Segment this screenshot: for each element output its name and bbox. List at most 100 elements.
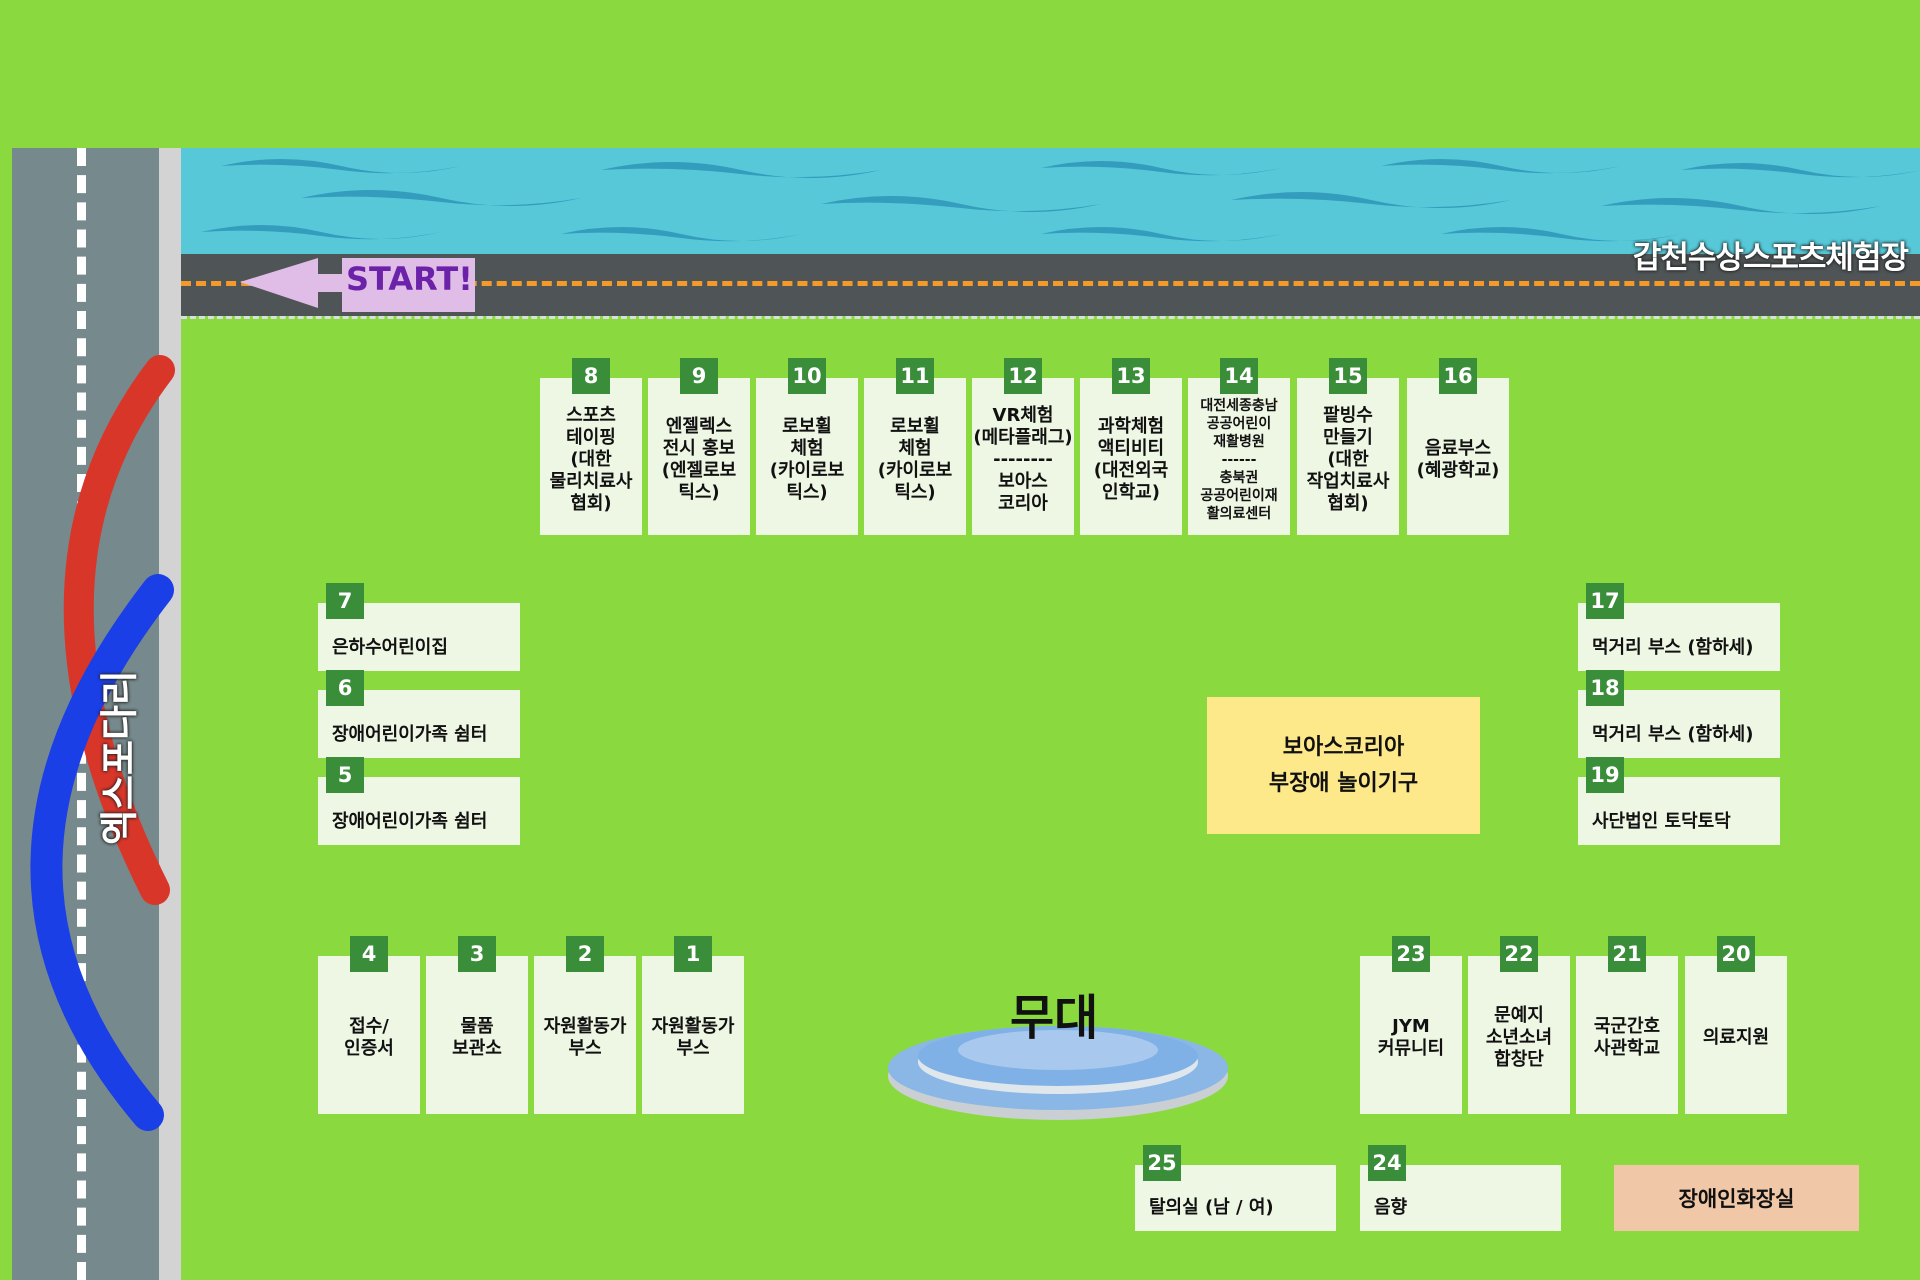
booth-number-badge: 25 [1143, 1145, 1181, 1181]
booth-8-line-4: 물리치료사 [549, 470, 633, 492]
booth-15-line-5: 협회) [1327, 492, 1369, 514]
booth-15-line-2: 만들기 [1323, 426, 1373, 448]
booth-1-line-1: 자원활동가 [651, 1016, 735, 1037]
booth-number-badge: 19 [1586, 757, 1624, 793]
booth-5-line-1: 장애어린이가족 쉼터 [332, 811, 488, 832]
booth-22-line-1: 문예지 [1494, 1005, 1544, 1026]
booth-22-line-3: 합창단 [1494, 1049, 1544, 1070]
booth-22-line-2: 소년소녀 [1485, 1027, 1553, 1048]
booth-13-line-3: (대전외국 [1093, 459, 1169, 481]
booth-14-line-2: 공공어린이 [1206, 415, 1272, 432]
booth-number-badge: 23 [1392, 936, 1430, 972]
booth-4-line-1: 접수/ [349, 1016, 389, 1037]
stage-label: 무대 [1010, 990, 1099, 1046]
booth-10-line-2: 체험 [790, 437, 824, 459]
road-edge-line [181, 316, 1920, 319]
booth-21-line-2: 사관학교 [1593, 1038, 1661, 1059]
booth-12-line-5: 코리아 [998, 492, 1048, 514]
booth-number-badge: 2 [566, 936, 604, 972]
stage-platform-icon [888, 1026, 1228, 1120]
booth-13-line-1: 과학체험 [1097, 415, 1165, 437]
booth-number-badge: 12 [1004, 358, 1042, 394]
booth-12-line-4: 보아스 [998, 470, 1048, 492]
booth-2-line-2: 부스 [568, 1038, 602, 1059]
center-area-line-1: 보아스코리아 [1282, 734, 1405, 760]
left-road-curb [159, 148, 181, 1280]
top-grass-area [0, 0, 1920, 148]
booth-18: 먹거리 부스 (함하세) [1578, 690, 1780, 758]
booth-number-badge: 3 [458, 936, 496, 972]
booth-13-line-4: 인학교) [1102, 481, 1160, 503]
booth-14-line-7: 활의료센터 [1206, 505, 1272, 522]
booth-number-badge: 13 [1112, 358, 1150, 394]
booth-number-badge: 21 [1608, 936, 1646, 972]
booth-11-line-4: 틱스) [894, 481, 936, 503]
booth-6-line-1: 장애어린이가족 쉼터 [332, 724, 488, 745]
river-water [181, 148, 1920, 254]
booth-15-line-4: 작업치료사 [1306, 470, 1390, 492]
booth-1-line-2: 부스 [676, 1038, 710, 1059]
booth-14-line-4: ------ [1221, 451, 1257, 468]
venue-title: 갑천수상스포츠체험장 [1632, 240, 1909, 276]
booth-number-badge: 8 [572, 358, 610, 394]
booth-23-line-1: JYM [1392, 1016, 1430, 1037]
booth-number-badge: 20 [1717, 936, 1755, 972]
booth-19-line-1: 사단법인 토닥토닥 [1592, 811, 1731, 832]
booth-11-line-3: (카이로보 [877, 459, 953, 481]
booth-25-line-1: 탈의실 (남 / 여) [1149, 1197, 1274, 1218]
booth-number-badge: 24 [1368, 1145, 1406, 1181]
booth-number-badge: 11 [896, 358, 934, 394]
booth-16-line-1: 음료부스 [1424, 437, 1492, 459]
booth-7-line-1: 은하수어린이집 [332, 637, 448, 658]
booth-14-line-5: 충북권 [1219, 469, 1259, 486]
booth-18-line-1: 먹거리 부스 (함하세) [1592, 724, 1754, 745]
accessible-restroom: 장애인화장실 [1614, 1165, 1859, 1231]
booth-11-line-1: 로보휠 [890, 415, 940, 437]
booth-20-line-1: 의료지원 [1702, 1027, 1770, 1048]
booth-8-line-5: 협회) [570, 492, 612, 514]
booth-4-line-2: 인증서 [344, 1038, 394, 1059]
booth-number-badge: 9 [680, 358, 718, 394]
road-center-line [181, 281, 1920, 286]
booth-number-badge: 15 [1329, 358, 1367, 394]
booth-number-badge: 16 [1439, 358, 1477, 394]
booth-12-line-1: VR체험 [992, 404, 1054, 426]
booth-4: 접수/인증서 [318, 956, 420, 1114]
booth-number-badge: 22 [1500, 936, 1538, 972]
booth-14-line-3: 재활병원 [1213, 433, 1265, 450]
booth-number-badge: 1 [674, 936, 712, 972]
booth-15-line-1: 팥빙수 [1323, 404, 1373, 426]
booth-9-line-2: 전시 홍보 [662, 437, 736, 459]
bridge-label-wrap: 엑스포다리 [86, 650, 146, 860]
booth-13-line-2: 액티비티 [1097, 437, 1165, 459]
booth-number-badge: 6 [326, 670, 364, 706]
bridge-label: 엑스포다리 [97, 670, 142, 845]
booth-9-line-1: 엔젤렉스 [665, 415, 733, 437]
booth-3-line-2: 보관소 [452, 1038, 502, 1059]
booth-12-line-3: -------- [993, 448, 1053, 470]
booth-14-line-1: 대전세종충남 [1200, 397, 1278, 414]
expo-bridge-arch-icon [30, 355, 175, 1131]
left-grass-edge [0, 148, 12, 1280]
booth-23-line-2: 커뮤니티 [1377, 1038, 1445, 1059]
booth-16: 음료부스(혜광학교) [1407, 378, 1509, 535]
booth-number-badge: 14 [1220, 358, 1258, 394]
center-play-area: 보아스코리아 부장애 놀이기구 [1207, 697, 1480, 834]
booth-10-line-4: 틱스) [786, 481, 828, 503]
booth-21-line-1: 국군간호 [1593, 1016, 1661, 1037]
booth-9-line-4: 틱스) [678, 481, 720, 503]
